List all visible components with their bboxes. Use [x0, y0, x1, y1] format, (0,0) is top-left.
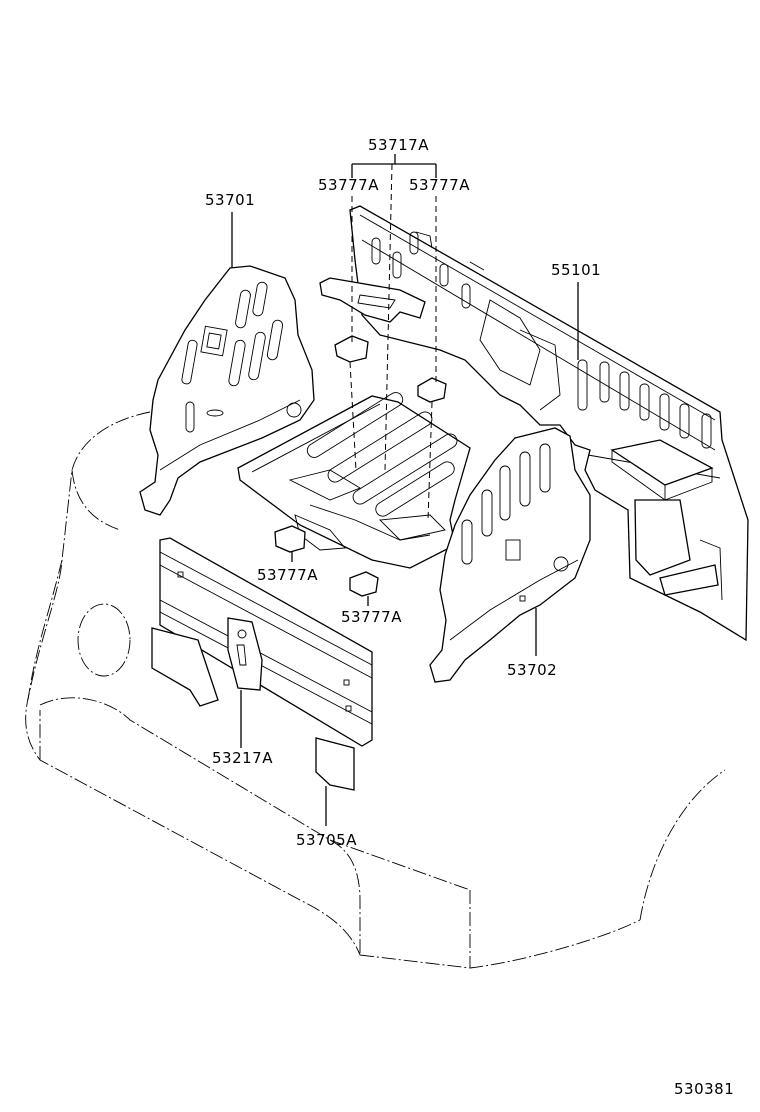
panel-53701: [139, 265, 315, 516]
label-53717A: 53717A: [368, 136, 429, 154]
label-55101: 55101: [551, 261, 601, 279]
front-panel: [151, 537, 373, 791]
vehicle-body-outline: [25, 411, 726, 969]
label-53217A: 53217A: [212, 749, 273, 767]
label-53777A-lower-right: 53777A: [341, 608, 402, 626]
label-53702: 53702: [507, 661, 557, 679]
crossmember-bracket: [319, 277, 447, 403]
label-53777A-upper-right: 53777A: [409, 176, 470, 194]
label-53777A-upper-left: 53777A: [318, 176, 379, 194]
part-labels: 53717A 53777A 53777A 53701 55101 53777A …: [205, 136, 734, 1098]
label-53705A: 53705A: [296, 831, 357, 849]
label-53701: 53701: [205, 191, 255, 209]
panel-53702: [429, 427, 591, 683]
panel-55101: [349, 205, 749, 642]
brackets-53777A: [274, 525, 379, 597]
label-53777A-lower-left: 53777A: [257, 566, 318, 584]
leader-lines: [231, 154, 579, 826]
figure-number: 530381: [674, 1080, 734, 1098]
